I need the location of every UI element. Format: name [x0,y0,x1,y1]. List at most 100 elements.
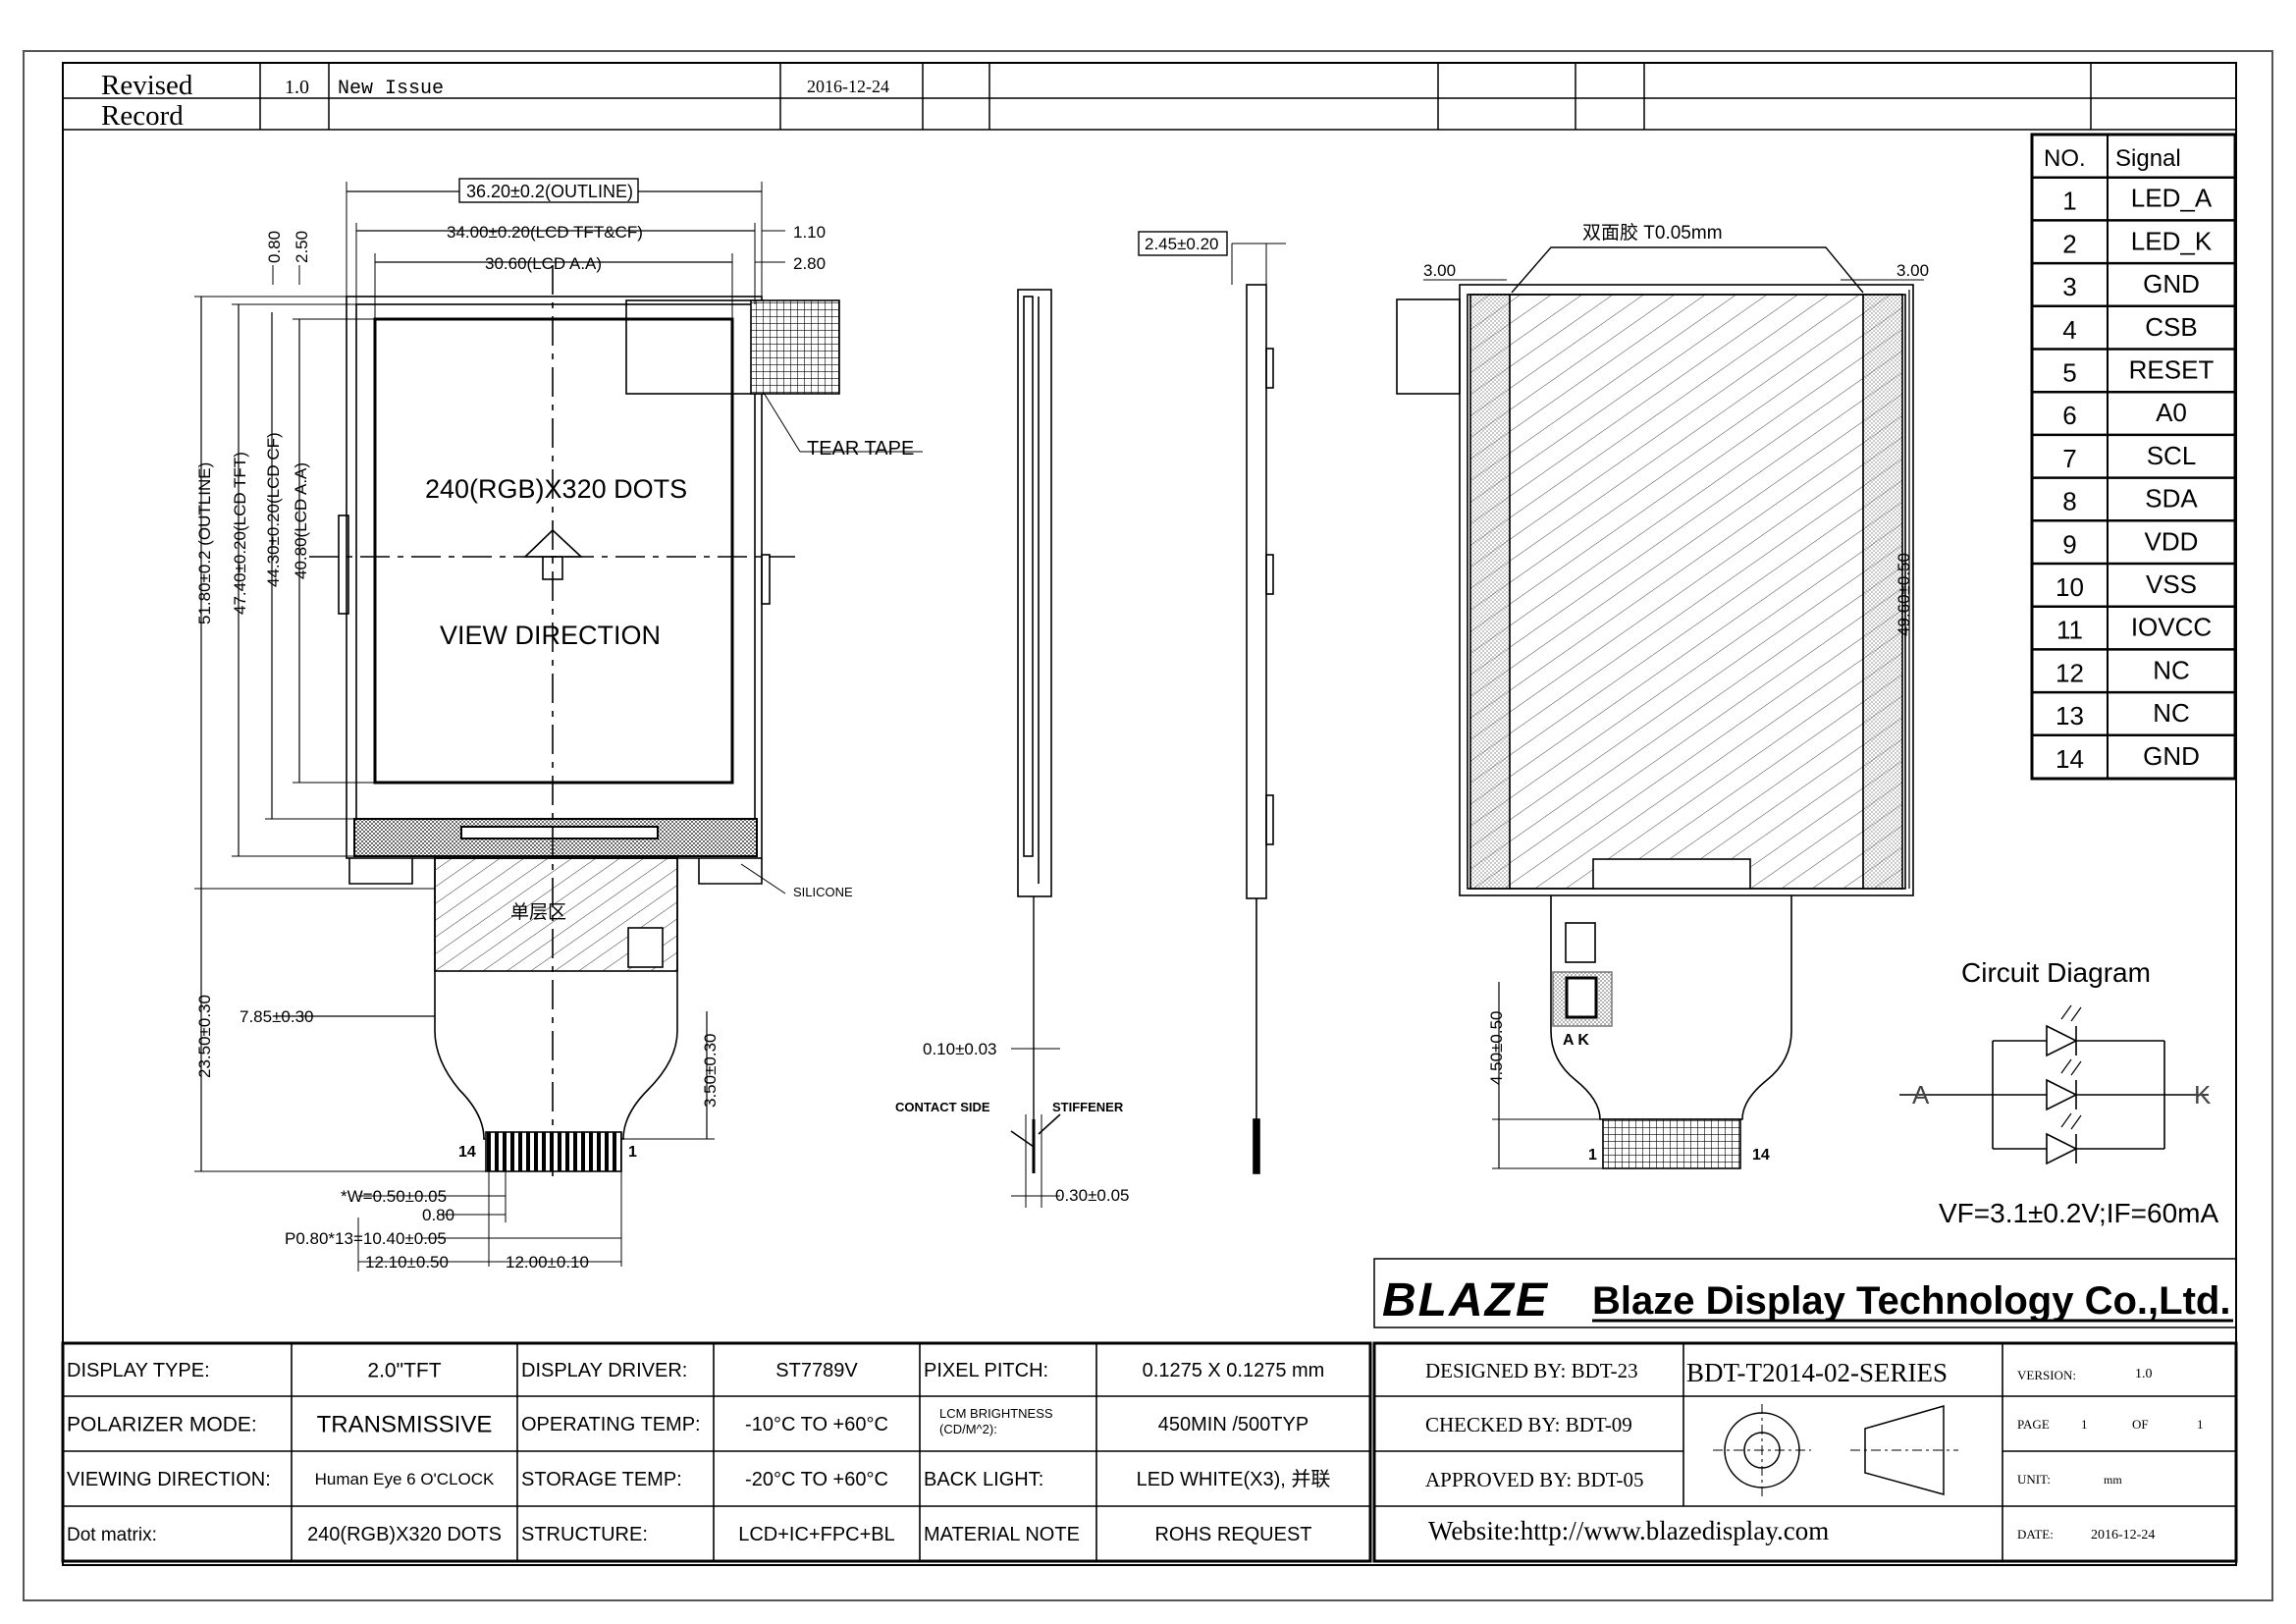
dim-right-offset-2: 2.80 [793,254,826,273]
pin-number: 2 [2062,229,2076,258]
front-view-labels: 36.20±0.2(OUTLINE) 34.00±0.20(LCD TFT&CF… [195,178,914,1272]
unit-value: mm [2104,1473,2122,1487]
spec-cell: STORAGE TEMP: [521,1469,682,1490]
dim-fpc-stiff: 3.50±0.30 [701,1033,720,1108]
back-view [1396,246,1924,1169]
back-view-labels: 双面胶 T0.05mm 3.00 3.00 49.60±0.50 4.50±0.… [1423,222,1929,1164]
spec-cell: OPERATING TEMP: [521,1414,701,1435]
spec-cell: -20°C TO +60°C [745,1469,888,1490]
of-value: 1 [2197,1417,2204,1432]
dim-right-offset-1: 1.10 [793,223,826,242]
pin-number: 3 [2062,272,2076,301]
pin-number: 14 [2056,744,2084,774]
tear-tape [625,299,765,395]
single-layer-label: 单层区 [510,901,566,923]
pin-number: 12 [2056,658,2084,687]
silicone-label: SILICONE [793,885,853,899]
circuit-diagram [1899,1004,2209,1165]
dim-aa-width: 30.60(LCD A.A) [485,254,602,273]
dim-tft-height: 47.40±0.20(LCD TFT) [231,452,249,615]
circuit-title: Circuit Diagram [1961,957,2151,988]
checked-by: CHECKED BY: BDT-09 [1425,1413,1632,1436]
dim-top-offset-1: 0.80 [265,231,284,263]
back-dim-left: 3.00 [1423,261,1456,280]
unit-label: UNIT: [2017,1472,2051,1487]
pin-signal: RESET [2129,355,2215,385]
title-block: DESIGNED BY: BDT-23 CHECKED BY: BDT-09 A… [1372,1341,2238,1563]
led-label: A K [1563,1032,1589,1049]
inner-frame [62,62,2237,1566]
dim-pad-width: *W=0.50±0.05 [341,1187,447,1206]
back-dim-fpc: 4.50±0.50 [1487,1010,1506,1085]
spec-cell: DISPLAY DRIVER: [521,1360,687,1381]
circuit-spec: VF=3.1±0.2V;IF=60mA [1939,1198,2218,1228]
fpc-fingers [485,1131,622,1172]
view-direction-label: VIEW DIRECTION [440,621,661,650]
spec-cell: 450MIN /500TYP [1158,1414,1308,1435]
website: Website:http://www.blazedisplay.com [1428,1516,1829,1545]
revision-version: 1.0 [285,77,309,98]
circuit-cathode: K [2194,1080,2212,1110]
spec-cell: PIXEL PITCH: [924,1360,1048,1381]
date-label: DATE: [2017,1527,2054,1542]
approved-by: APPROVED BY: BDT-05 [1425,1468,1644,1491]
lcd-glass [355,303,756,820]
pin-number: 8 [2062,487,2076,516]
back-dim-right: 3.00 [1896,261,1929,280]
dim-outline-width: 36.20±0.2(OUTLINE) [466,182,633,201]
spec-cell: LCM BRIGHTNESS(CD/M^2): [939,1406,1053,1436]
spec-cell: 0.1275 X 0.1275 mm [1143,1360,1325,1381]
front-outline [346,296,763,859]
part-number: BDT-T2014-02-SERIES [1686,1358,1948,1387]
version-value: 1.0 [2135,1367,2153,1381]
spec-cell: LED WHITE(X3), 并联 [1137,1468,1331,1490]
spec-cell: TRANSMISSIVE [317,1412,493,1438]
active-area [373,317,734,785]
designed-by: DESIGNED BY: BDT-23 [1425,1359,1638,1382]
dim-fpc-offset: 12.10±0.50 [365,1253,449,1272]
pin-number: 4 [2062,315,2076,345]
stiffener-label: STIFFENER [1052,1100,1124,1114]
of-label: OF [2132,1417,2149,1432]
page-value: 1 [2081,1417,2088,1432]
spec-cell: 2.0"TFT [367,1360,441,1382]
circuit-anode: A [1912,1080,1930,1110]
dim-pad-pitch: 0.80 [422,1206,454,1224]
revision-date: 2016-12-24 [807,77,889,96]
tear-tape-label: TEAR TAPE [807,438,914,460]
pin-signal: LED_K [2131,226,2213,255]
side-view [1010,243,1286,1208]
pin-number: 7 [2062,444,2076,473]
pin-right-number: 1 [628,1144,637,1161]
pin-signal: VSS [2146,569,2197,599]
pin-signal: SCL [2147,441,2197,470]
spec-cell: POLARIZER MODE: [67,1414,257,1436]
pin-number: 9 [2062,529,2076,559]
dim-top-offset-2: 2.50 [293,231,311,263]
dim-pitch-total: P0.80*13=10.40±0.05 [285,1229,447,1248]
pin-signal: A0 [2156,398,2187,427]
dim-fpc-width: 12.00±0.10 [506,1253,589,1272]
dim-thickness: 2.45±0.20 [1145,235,1219,253]
back-dim-height: 49.60±0.50 [1895,553,1913,636]
spec-cell: VIEWING DIRECTION: [67,1469,271,1490]
back-pin-left: 1 [1588,1147,1597,1164]
spec-cell: ROHS REQUEST [1154,1524,1311,1545]
pin-number: 6 [2062,401,2076,430]
dim-aa-height: 40.80(LCD A.A) [292,462,310,579]
dim-stiffener: 0.30±0.05 [1055,1186,1130,1205]
projection-cone [1864,1405,1945,1495]
spec-cell: Dot matrix: [67,1525,157,1545]
pin-signal: IOVCC [2131,613,2212,642]
pin-signal: NC [2153,698,2190,728]
version-label: VERSION: [2017,1368,2076,1382]
revision-heading-1: Revised [101,70,193,101]
spec-cell: BACK LIGHT: [924,1469,1043,1490]
tear-tape-grid [750,299,840,395]
company-banner: BLAZE Blaze Display Technology Co.,Ltd. [1373,1258,2237,1328]
outer-frame [23,50,2273,1601]
contact-side-label: CONTACT SIDE [895,1100,990,1114]
pin-number: 1 [2062,187,2076,216]
